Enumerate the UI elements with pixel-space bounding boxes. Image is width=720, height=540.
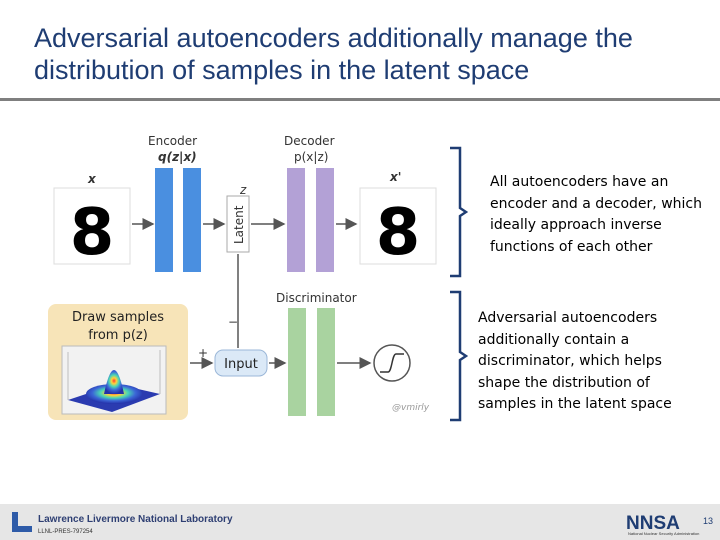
text-discriminator: Adversarial autoencoders additionally co… <box>478 310 672 412</box>
encoder-layer-2 <box>183 168 201 272</box>
discriminator-layer-2 <box>317 308 335 416</box>
minus-sign: − <box>228 315 238 329</box>
input-box <box>214 349 268 377</box>
page-number: 13 <box>703 516 714 526</box>
encoder-label: Encoder <box>148 134 197 148</box>
latent-var: z <box>239 183 247 197</box>
latent-label: Latent <box>232 205 246 244</box>
slide-title: Adversarial autoencoders additionally ma… <box>34 23 633 85</box>
plus-sign: + <box>198 346 208 360</box>
decoder-layer-1 <box>287 168 305 272</box>
nnsa-logo-icon: NNSA <box>626 513 680 532</box>
decoder-formula: p(x|z) <box>294 150 328 164</box>
draw-samples-line1: Draw samples <box>72 310 164 325</box>
discriminator-layer-1 <box>288 308 306 416</box>
input-digit-image <box>53 187 131 265</box>
output-digit: 8 <box>376 196 421 270</box>
output-digit-image <box>359 187 437 265</box>
nnsa-caption: National Nuclear Security Administration <box>628 531 700 536</box>
encoder-layer-1 <box>155 168 173 272</box>
input-label: Input <box>224 357 258 372</box>
lab-name: Lawrence Livermore National Laboratory <box>38 514 233 525</box>
prior-distribution-plot <box>61 345 167 415</box>
aae-diagram: Encoder q(z|x) Decoder p(x|z) x x' z 8 L… <box>48 134 437 420</box>
nnsa-logo-text: NNSA <box>626 513 680 532</box>
latent-box <box>226 195 250 253</box>
brace-discriminator <box>450 290 468 422</box>
discriminator-label: Discriminator <box>276 291 357 305</box>
slide-footer: Lawrence Livermore National Laboratory L… <box>0 504 720 540</box>
sigmoid-icon <box>373 344 411 382</box>
draw-samples-line2: from p(z) <box>88 328 148 343</box>
report-id: LLNL-PRES-797254 <box>38 529 93 535</box>
watermark: @vmirly <box>392 403 430 413</box>
input-digit: 8 <box>70 196 115 270</box>
decoder-layer-2 <box>316 168 334 272</box>
input-var: x <box>87 172 97 186</box>
encoder-formula: q(z|x) <box>158 150 197 164</box>
title-divider <box>0 98 720 101</box>
output-var: x' <box>389 170 401 184</box>
brace-encoder-decoder <box>450 146 468 278</box>
decoder-label: Decoder <box>284 134 335 148</box>
text-encoder-decoder: All autoencoders have an encoder and a d… <box>490 174 702 255</box>
llnl-logo-icon <box>12 512 32 532</box>
